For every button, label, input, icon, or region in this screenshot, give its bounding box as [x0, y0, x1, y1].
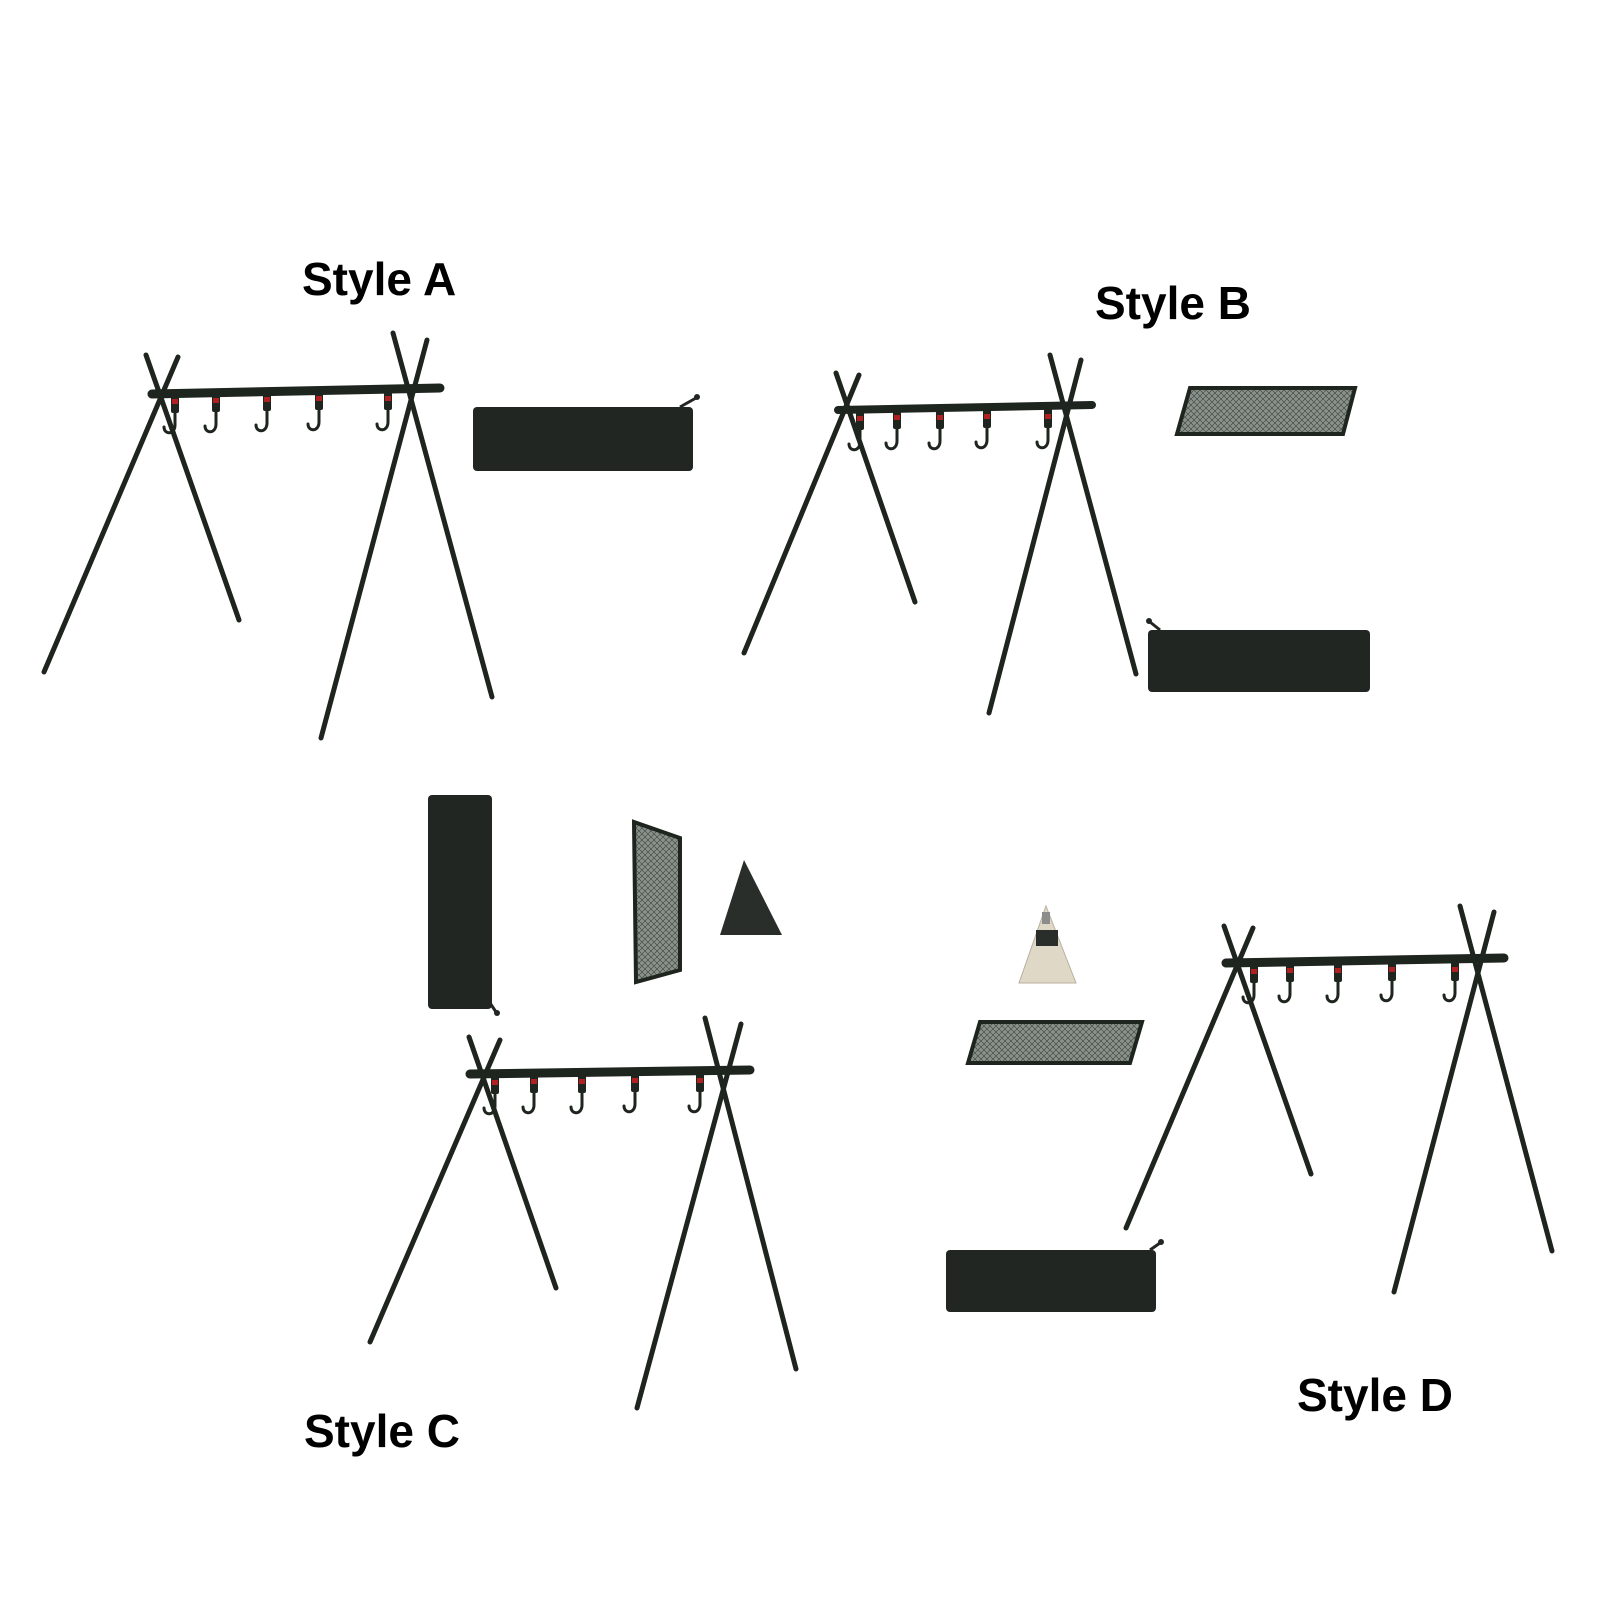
storage-bag-style-a	[473, 394, 700, 471]
storage-bag-style-c	[428, 795, 500, 1016]
style-b-label: Style B	[1095, 277, 1251, 329]
style-c-label: Style C	[304, 1405, 460, 1457]
style-a-label: Style A	[302, 253, 457, 305]
mesh-tray-style-b	[1174, 386, 1358, 436]
storage-bag-style-d	[946, 1239, 1164, 1312]
rack-style-b	[741, 352, 1139, 716]
style-d-label: Style D	[1297, 1369, 1453, 1421]
storage-bag-style-b	[1146, 618, 1370, 692]
triangle-bag-style-c	[720, 860, 782, 935]
rack-style-c	[367, 1015, 799, 1411]
mesh-tray-style-c	[631, 819, 682, 985]
mesh-tray-style-d	[965, 1020, 1145, 1065]
rack-style-a	[41, 330, 495, 741]
rack-style-d	[1123, 903, 1555, 1295]
triangle-bag-style-d	[1018, 904, 1077, 984]
